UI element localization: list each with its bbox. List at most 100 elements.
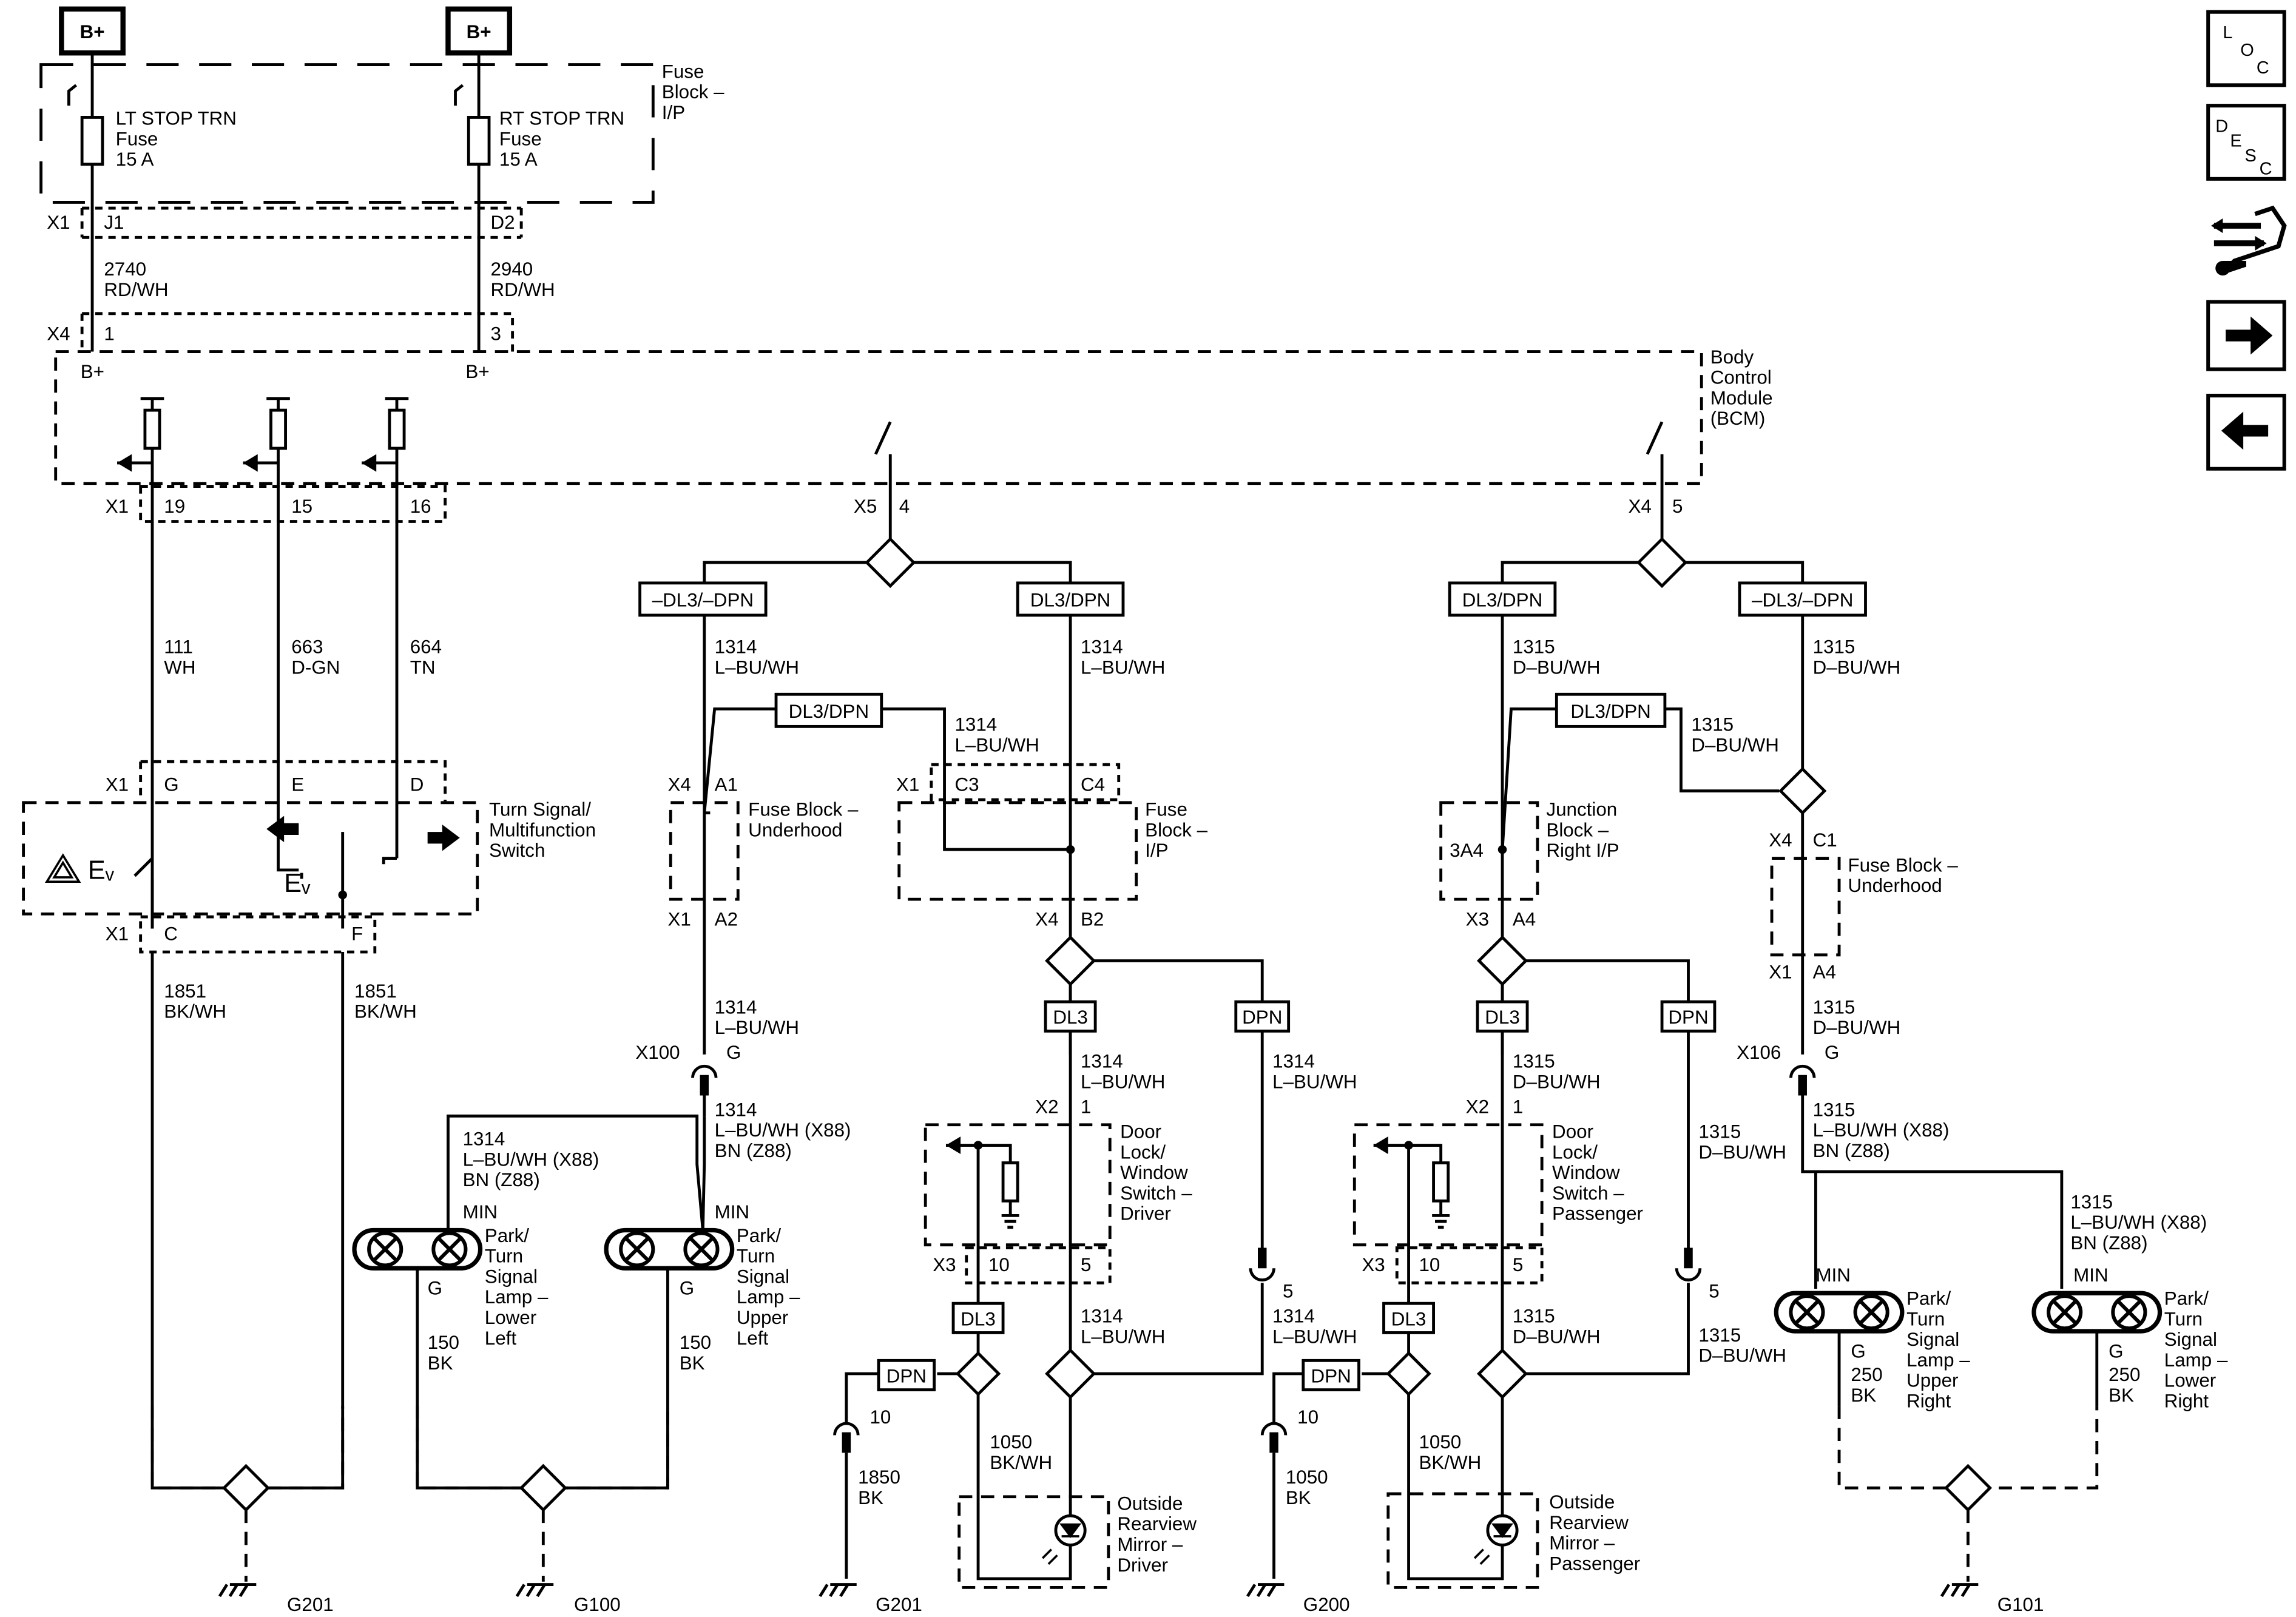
svg-text:DPN: DPN — [1242, 1007, 1282, 1028]
svg-text:C1: C1 — [1813, 829, 1837, 851]
svg-text:Fuse Block –Underhood: Fuse Block –Underhood — [1848, 854, 1959, 896]
lamp-lower-left — [354, 1230, 481, 1269]
svg-text:E: E — [2230, 132, 2241, 151]
arrow-right-nav-icon — [2226, 316, 2273, 355]
svg-text:A2: A2 — [715, 909, 738, 930]
svg-text:DL3: DL3 — [1053, 1007, 1088, 1028]
previous-page-button[interactable] — [2206, 393, 2286, 471]
arrow-left-nav-icon — [2221, 411, 2269, 450]
svg-text:X2: X2 — [1035, 1096, 1058, 1117]
svg-text:A4: A4 — [1513, 909, 1536, 930]
svg-text:DPN: DPN — [1668, 1007, 1708, 1028]
svg-text:1: 1 — [1513, 1096, 1523, 1117]
b-plus-right: B+ — [467, 21, 491, 42]
svg-text:DL3: DL3 — [1485, 1007, 1520, 1028]
loc-button[interactable]: L O C — [2206, 10, 2286, 87]
svg-text:5: 5 — [1081, 1254, 1091, 1275]
svg-text:X1: X1 — [1769, 961, 1792, 982]
lamp-lower-right — [2034, 1293, 2160, 1331]
conn-x4-bcm: X4 — [1629, 496, 1652, 517]
svg-text:G: G — [1825, 1042, 1839, 1063]
svg-text:–DL3/–DPN: –DL3/–DPN — [1752, 589, 1853, 610]
svg-text:G: G — [1851, 1340, 1865, 1362]
pin-16: 16 — [410, 496, 431, 517]
svg-text:DPN: DPN — [886, 1366, 927, 1387]
arrow-right-icon — [427, 825, 460, 851]
desc-button[interactable]: D E S C — [2206, 104, 2286, 181]
svg-text:DL3/DPN: DL3/DPN — [1570, 701, 1650, 722]
lamp-upper-left — [606, 1230, 732, 1269]
svg-text:S: S — [2245, 146, 2257, 166]
pin-15: 15 — [291, 496, 312, 517]
svg-text:O: O — [2240, 41, 2254, 60]
ground-g100: G100 — [574, 1594, 621, 1615]
svg-text:3A4: 3A4 — [1450, 840, 1484, 861]
pin-c: C — [164, 923, 178, 945]
conn-x1-switch-bottom: X1 — [106, 923, 129, 945]
pin-j1: J1 — [104, 212, 124, 233]
pin-d: D — [410, 774, 424, 795]
svg-text:1: 1 — [1081, 1096, 1091, 1117]
svg-text:X4: X4 — [667, 774, 690, 795]
pin-f: F — [351, 923, 363, 945]
conn-x1-bcm: X1 — [106, 496, 129, 517]
connector-repair-icon[interactable] — [2211, 205, 2287, 276]
ground-g200: G200 — [1303, 1594, 1350, 1615]
svg-text:MIN: MIN — [1815, 1264, 1850, 1286]
svg-text:X4: X4 — [1035, 909, 1058, 930]
svg-text:10: 10 — [869, 1406, 891, 1428]
next-page-button[interactable] — [2206, 300, 2286, 371]
fuse-left — [80, 116, 104, 166]
svg-text:B2: B2 — [1081, 909, 1104, 930]
svg-text:G: G — [726, 1042, 741, 1063]
pin-19: 19 — [164, 496, 185, 517]
ground-g101: G101 — [1997, 1594, 2044, 1615]
conn-x1-switch-top: X1 — [106, 774, 129, 795]
svg-text:X1: X1 — [896, 774, 919, 795]
pin-d2: D2 — [490, 212, 515, 233]
pin-g: G — [164, 774, 178, 795]
bcm-bplus-right: B+ — [465, 361, 489, 382]
svg-text:A1: A1 — [715, 774, 738, 795]
svg-text:X1: X1 — [667, 909, 690, 930]
pin-1: 1 — [104, 323, 114, 344]
svg-text:C: C — [2257, 58, 2269, 78]
b-plus-right-box — [445, 6, 513, 56]
fuse-right — [467, 116, 491, 166]
svg-text:DL3/DPN: DL3/DPN — [1462, 589, 1542, 610]
svg-text:X3: X3 — [933, 1254, 956, 1275]
svg-text:5: 5 — [1709, 1281, 1719, 1302]
svg-text:X2: X2 — [1466, 1096, 1489, 1117]
svg-text:G: G — [2109, 1340, 2123, 1362]
